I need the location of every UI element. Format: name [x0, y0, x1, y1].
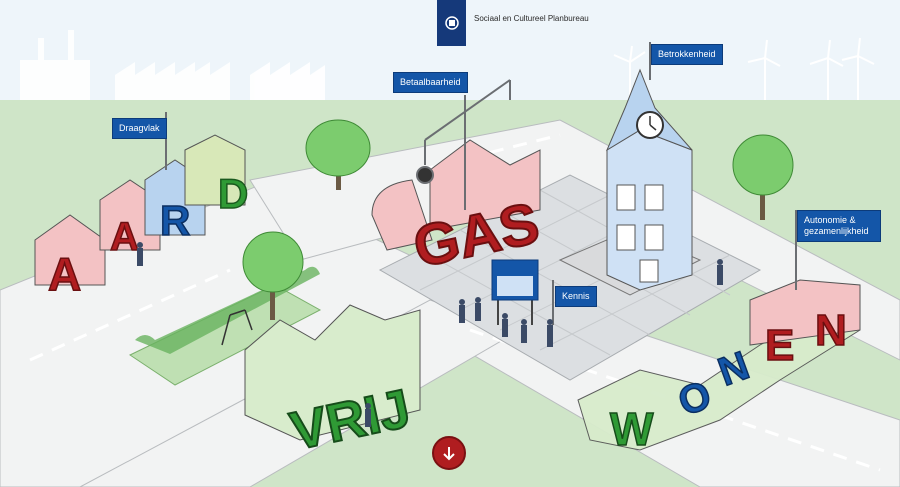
scroll-down-button[interactable] [432, 436, 466, 470]
svg-text:W: W [610, 403, 654, 455]
svg-text:D: D [218, 170, 248, 217]
flag-autonomie[interactable]: Autonomie & gezamenlijkheid [797, 210, 881, 242]
skyline [20, 30, 325, 100]
trees [242, 119, 794, 320]
flag-betrokkenheid[interactable]: Betrokkenheid [651, 44, 723, 65]
wind-turbines [613, 37, 875, 100]
svg-text:A: A [48, 248, 81, 300]
info-board [491, 259, 539, 325]
svg-text:N: N [815, 306, 847, 355]
royal-coat-of-arms-icon [444, 16, 459, 30]
org-name: Sociaal en Cultureel Planbureau [474, 14, 589, 23]
flag-draagvlak[interactable]: Draagvlak [112, 118, 167, 139]
wonen-houses: W O N E N [577, 279, 861, 456]
logo [437, 0, 466, 46]
clock-tower [558, 68, 702, 296]
svg-text:A: A [110, 215, 139, 259]
gas-houses: GAS [371, 139, 546, 281]
balance-pole [416, 79, 511, 210]
flag-kennis[interactable]: Kennis [555, 286, 597, 307]
swing-set [221, 309, 253, 346]
svg-text:R: R [160, 197, 190, 244]
arrow-down-icon [443, 447, 455, 461]
people [137, 242, 723, 427]
svg-text:E: E [765, 321, 794, 370]
aarde-houses: A A R D [34, 134, 249, 301]
flag-betaalbaarheid[interactable]: Betaalbaarheid [393, 72, 468, 93]
